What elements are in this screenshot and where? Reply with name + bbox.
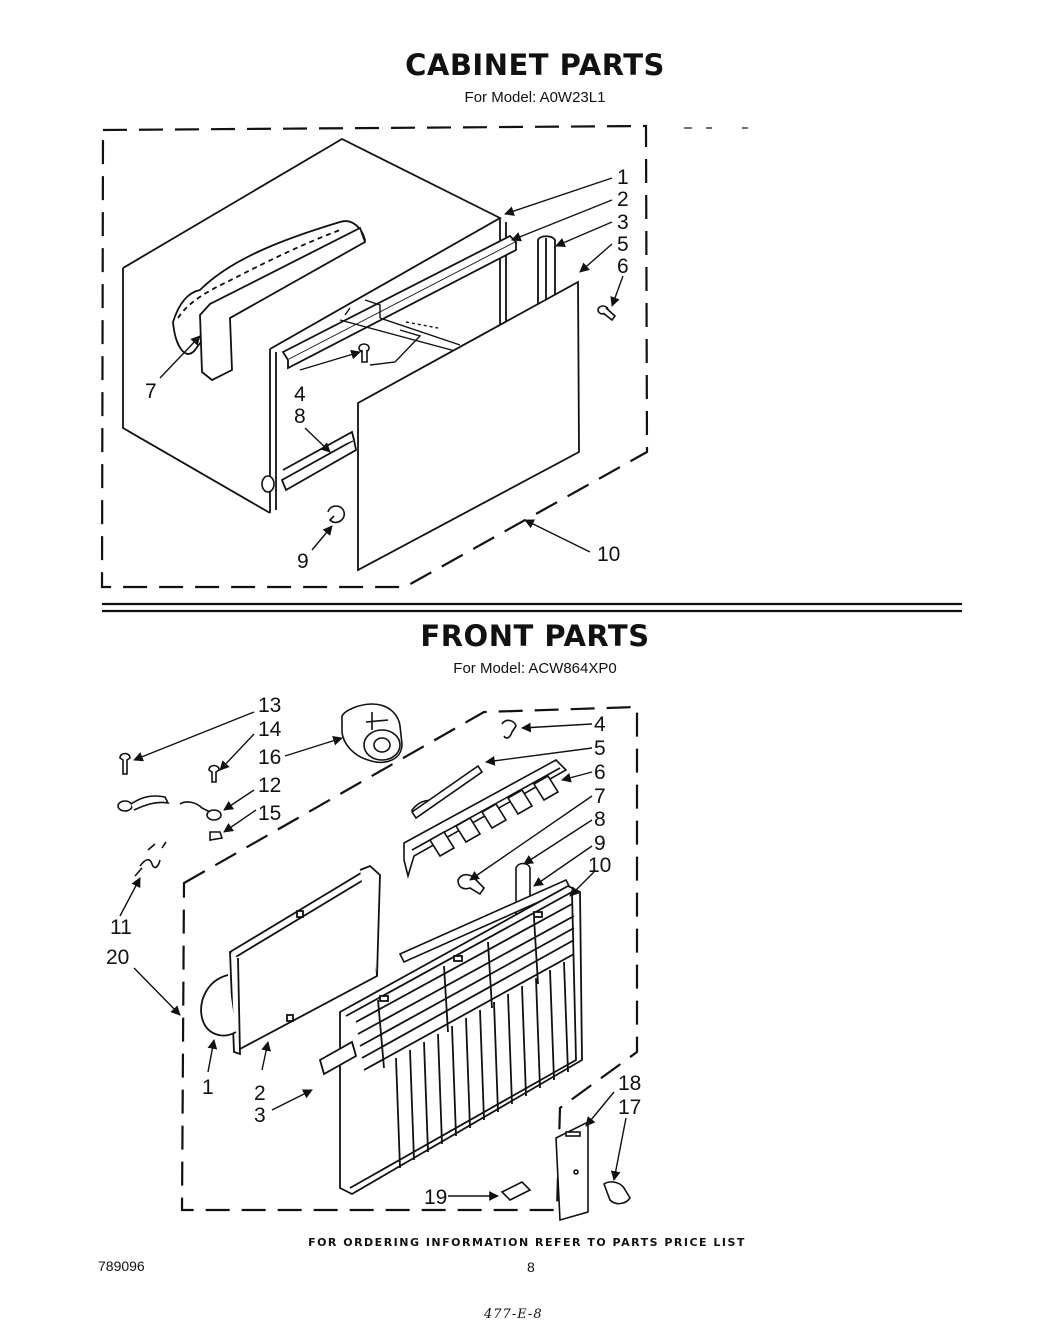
front-callout-1: 1 [202,1076,214,1099]
cabinet-frame [100,124,649,589]
front-filter-panel [200,864,381,1056]
front-callout-14: 14 [258,718,282,741]
front-callout-20: 20 [106,946,129,969]
bottom-rail [280,430,358,492]
page-number: 8 [527,1259,535,1275]
front-callouts: 13 14 16 12 15 11 20 1 2 3 4 5 6 7 8 9 1… [106,694,641,1209]
front-callout-4: 4 [594,713,606,736]
cabinet-callout-4: 4 [294,383,306,406]
top-rail [281,234,518,370]
front-callout-11: 11 [110,916,132,939]
front-grille [318,884,583,1196]
front-callout-13: 13 [258,694,281,717]
cabinet-title: CABINET PARTS [405,48,665,82]
front-callout-7: 7 [594,785,606,808]
handwritten-mark: 477-E-8 [484,1307,543,1322]
front-panel [357,280,580,572]
screw-4 [358,343,370,363]
side-post [537,235,556,307]
front-leaders [119,711,627,1201]
cabinet-model-label: For Model: A0W23L1 [464,89,606,106]
front-callout-16: 16 [258,746,281,769]
section-divider [102,602,962,613]
front-callout-18: 18 [618,1072,641,1095]
document-number: 789096 [98,1258,145,1274]
cabinet-callout-10: 10 [597,543,620,566]
front-callout-17: 17 [618,1096,641,1119]
front-callout-2: 2 [254,1082,266,1105]
cabinet-callout-8: 8 [294,405,306,428]
cabinet-callout-7: 7 [145,380,157,403]
cabinet-callout-6: 6 [617,255,629,278]
front-callout-12: 12 [258,774,281,797]
cabinet-callout-3: 3 [617,211,629,234]
front-hardware [117,703,403,877]
screw-6 [597,305,617,322]
cabinet-callout-5: 5 [617,233,629,256]
control-parts [500,1120,631,1222]
small-parts [457,719,517,896]
front-model-label: For Model: ACW864XP0 [453,660,617,677]
front-callout-6: 6 [594,761,606,784]
front-callout-8: 8 [594,808,606,831]
cabinet-callout-1: 1 [617,166,629,189]
clip-9 [261,475,346,524]
top-seal-strip [172,220,367,382]
front-callout-10: 10 [588,854,611,877]
cabinet-callout-9: 9 [297,550,309,573]
front-callout-5: 5 [594,737,606,760]
front-title: FRONT PARTS [420,619,650,653]
front-callout-3: 3 [254,1104,266,1127]
cabinet-callout-2: 2 [617,188,629,211]
louver-rod [410,764,484,820]
front-callout-9: 9 [594,832,606,855]
front-frame [180,705,639,1212]
cabinet-callouts: 1 2 3 5 6 7 4 8 9 10 [145,166,629,573]
cabinet-leaders [159,177,624,553]
front-callout-19: 19 [424,1186,447,1209]
louver-assembly [403,759,568,880]
front-callout-15: 15 [258,802,281,825]
ordering-note: FOR ORDERING INFORMATION REFER TO PARTS … [308,1236,746,1249]
